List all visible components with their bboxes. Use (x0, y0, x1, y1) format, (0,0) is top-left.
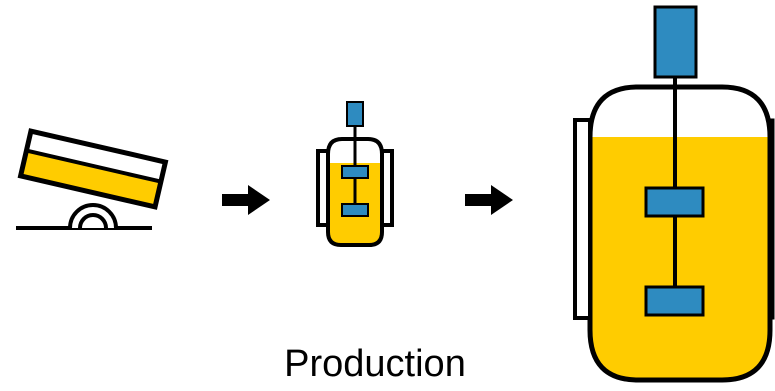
right-arrow-icon (465, 185, 513, 215)
large-vessel-outline (587, 84, 773, 383)
tilted-flask-on-shaker-icon (16, 128, 169, 230)
small-vessel-outline (326, 137, 384, 247)
flask-headspace (26, 131, 166, 182)
large-vessel-liquid (590, 87, 770, 380)
diagram-caption: Production (284, 343, 466, 385)
large-motor (653, 5, 698, 79)
large-impeller-upper (644, 186, 705, 218)
small-jacket-right (380, 149, 394, 227)
small-bioreactor-icon (316, 101, 394, 247)
small-impeller-upper (341, 165, 369, 179)
large-jacket-left (573, 118, 592, 320)
flask-outline (17, 128, 169, 210)
large-bioreactor-icon (573, 5, 775, 383)
small-impeller-lower (341, 203, 369, 217)
shaker-wheel-inner (78, 213, 108, 229)
large-jacket-right (768, 118, 775, 320)
small-jacket-left (316, 149, 330, 227)
large-impeller-lower (644, 285, 705, 317)
right-arrow-icon (222, 185, 270, 215)
flask-tray (17, 128, 169, 210)
small-motor (346, 101, 364, 127)
